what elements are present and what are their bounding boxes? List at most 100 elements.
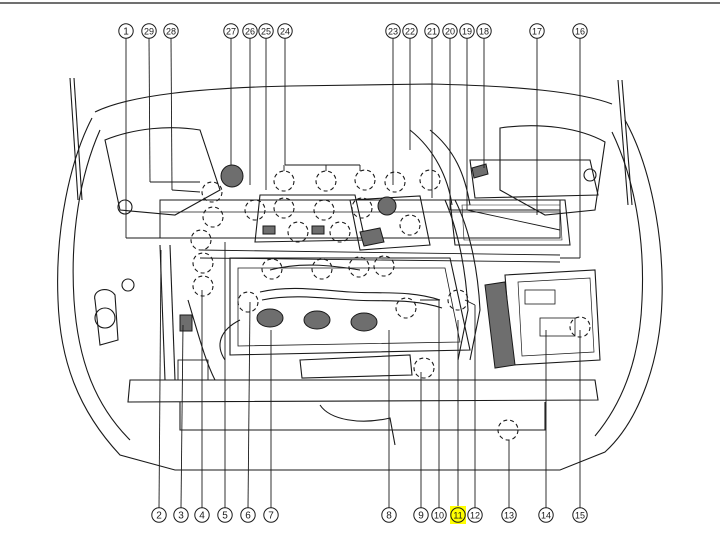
callout-number: 1 [123,27,129,38]
callout-circle [402,23,418,39]
location-marker [348,256,370,278]
callout-23: 23 [385,23,401,39]
callout-circle [442,23,458,39]
callout-number: 22 [405,27,415,37]
callout-17: 17 [529,23,545,39]
callout-circle [529,23,545,39]
location-marker [497,419,519,441]
engine-bay-artwork [57,77,663,471]
location-marker [395,297,417,319]
callout-10: 10 [431,507,447,523]
location-marker [313,199,335,221]
left-strut-tower [104,127,221,216]
leader-line [158,249,162,508]
location-marker [413,357,435,379]
callout-circle [258,23,274,39]
location-marker [261,258,283,280]
engine-block [229,257,471,356]
location-marker [237,291,259,313]
callout-29: 29 [141,23,157,39]
callout-circle [450,507,466,523]
callout-6: 6 [240,507,256,523]
callout-circle [263,507,279,523]
location-marker [351,197,373,219]
callout-16: 16 [572,23,588,39]
battery [504,269,601,366]
callout-number: 2 [156,511,162,522]
hood-hinge-line [94,83,613,113]
fuse-box [484,281,516,369]
callout-number: 29 [144,27,154,37]
callout-circle [163,23,179,39]
callout-circle [151,507,167,523]
callout-number: 28 [166,27,176,37]
callout-number: 26 [245,27,255,37]
location-marker [192,275,214,297]
leader-line [171,189,201,193]
filled-components [179,163,516,369]
location-marker [373,255,395,277]
callout-circle [118,23,134,39]
callout-number: 17 [532,27,542,37]
callout-13: 13 [501,507,517,523]
callout-circle [173,507,189,523]
callout-15: 15 [572,507,588,523]
leader-line [170,38,173,191]
callout-12: 12 [467,507,483,523]
callout-18: 18 [476,23,492,39]
callout-number: 8 [386,511,392,522]
air-cleaner-lid [469,159,599,199]
upper-hose [259,287,441,301]
intake-manifold [254,194,366,243]
callout-24: 24 [277,23,293,39]
callout-circle [381,507,397,523]
location-marker [192,252,214,274]
ignition-coil-2 [303,310,331,330]
callout-number: 11 [453,511,462,521]
callout-2: 2 [151,507,167,523]
callout-number: 7 [268,511,274,522]
callout-circle [277,23,293,39]
location-marker [202,206,224,228]
callout-number: 23 [388,27,398,37]
callout-circle [572,23,588,39]
body-outline [57,117,663,471]
callout-number: 6 [245,511,251,522]
callout-circle [141,23,157,39]
location-marker [244,199,266,221]
location-marker [354,169,376,191]
location-marker [311,258,333,280]
callout-number: 14 [541,511,551,521]
cowl-bracket [159,199,561,239]
callout-circle [431,507,447,523]
callout-number: 21 [427,27,437,37]
location-marker [273,197,295,219]
callout-7: 7 [263,507,279,523]
callout-number: 27 [226,27,236,37]
callout-number: 3 [178,511,184,522]
callout-number: 16 [575,27,585,37]
callout-number: 15 [575,511,585,521]
callout-circle [223,23,239,39]
callout-number: 25 [261,27,271,37]
callout-circle [459,23,475,39]
leader-line [466,209,561,231]
location-marker [399,214,421,236]
callout-circle [467,507,483,523]
callout-number: 24 [280,27,290,37]
callout-20: 20 [442,23,458,39]
leader-line [247,301,251,508]
callout-25: 25 [258,23,274,39]
callout-circle [242,23,258,39]
callout-circle [194,507,210,523]
leader-line [148,38,151,183]
location-marker [273,170,295,192]
oil-cap [220,164,244,188]
callout-28: 28 [163,23,179,39]
washer-tank [94,289,119,346]
location-marker [329,221,351,243]
right-hood-strut [617,79,629,206]
